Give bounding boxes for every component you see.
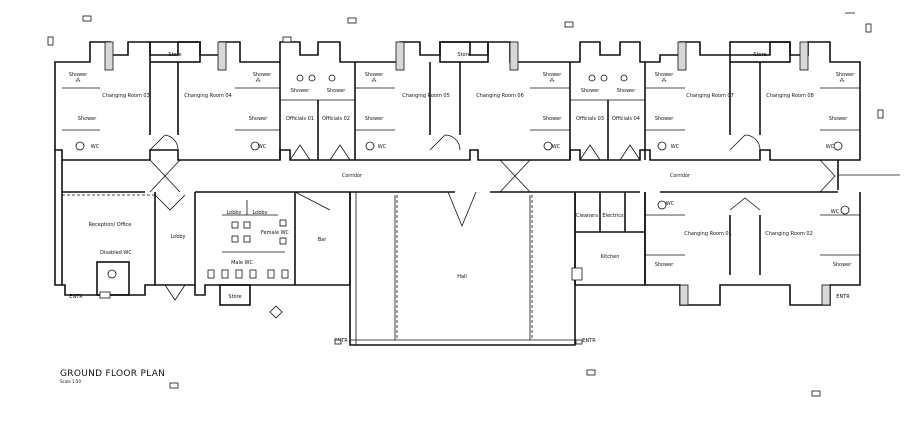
label-store: Store [457,52,470,58]
label-shower: Shower [543,116,563,122]
label-changing-room-01: Changing Room 01 [684,231,732,237]
label-changing-room-06: Changing Room 06 [476,93,524,99]
label-store: Store [753,52,766,58]
label-changing-room-08: Changing Room 08 [766,93,814,99]
label-shower: Shower [78,116,98,122]
plan-scale: Scale 1:50 [60,379,82,384]
top-wing: ⁂ ⁂ ⁂ ⁂ ⁂ ⁂ [54,41,861,161]
label-wc: WC [91,144,100,150]
bottom-wing [54,150,861,346]
label-officials-04: Officials 04 [612,116,640,122]
label-hall: Hall [457,274,467,280]
label-corridor: Corridor [342,173,363,179]
label-corridor: Corridor [670,173,691,179]
svg-text:⁂: ⁂ [256,77,261,84]
label-shower: Shower [69,72,89,78]
corridor [61,159,900,285]
label-shower: Shower [617,88,637,94]
label-officials-03: Officials 03 [576,116,604,122]
label-entrance: ENTR [836,294,850,300]
label-shower: Shower [655,72,675,78]
label-wc: WC [671,144,680,150]
svg-text:⁂: ⁂ [372,77,377,84]
label-shower: Shower [291,88,311,94]
label-shower: Shower [365,116,385,122]
label-electrics: Electrics [602,213,624,219]
label-shower: Shower [543,72,563,78]
label-disabled-wc: Disabled WC [100,250,132,256]
room-labels: Store Store Store Store Shower Shower Sh… [69,52,856,344]
label-store: Store [228,294,241,300]
label-officials-02: Officials 02 [322,116,350,122]
label-shower: Shower [836,72,856,78]
label-changing-room-03: Changing Room 03 [102,93,150,99]
label-changing-room-02: Changing Room 02 [765,231,813,237]
label-shower: Shower [249,116,269,122]
label-cleaners: Cleaners [576,213,598,219]
label-shower: Shower [655,116,675,122]
label-changing-room-04: Changing Room 04 [184,93,232,99]
svg-text:⁂: ⁂ [662,77,667,84]
svg-text:⁂: ⁂ [840,77,845,84]
label-lobby: Lobby [226,210,241,216]
label-bar: Bar [318,237,327,243]
svg-text:⁂: ⁂ [550,77,555,84]
label-shower: Shower [327,88,347,94]
label-wc: WC [378,144,387,150]
label-wc: WC [831,209,840,215]
label-wc: WC [552,144,561,150]
label-wc: WC [666,201,675,207]
label-wc: WC [258,144,267,150]
reference-tags [47,12,884,397]
plan-title: GROUND FLOOR PLAN [60,369,166,379]
label-officials-01: Officials 01 [286,116,314,122]
label-wc: WC [826,144,835,150]
label-changing-room-05: Changing Room 05 [402,93,450,99]
label-changing-room-07: Changing Room 07 [686,93,734,99]
label-lobby: Lobby [252,210,267,216]
label-lobby: Lobby [170,234,185,240]
svg-text:⁂: ⁂ [76,77,81,84]
label-female-wc: Female WC [261,230,290,236]
label-shower: Shower [581,88,601,94]
label-male-wc: Male WC [231,260,253,266]
label-reception: Reception/ Office [89,222,132,228]
label-shower: Shower [365,72,385,78]
label-kitchen: Kitchen [601,254,620,260]
label-shower: Shower [253,72,273,78]
label-entrance: ENTR [69,294,83,300]
label-store: Store [168,52,181,58]
label-shower: Shower [833,262,853,268]
label-shower: Shower [829,116,849,122]
label-shower: Shower [655,262,675,268]
label-entrance: ENTR [582,338,596,344]
